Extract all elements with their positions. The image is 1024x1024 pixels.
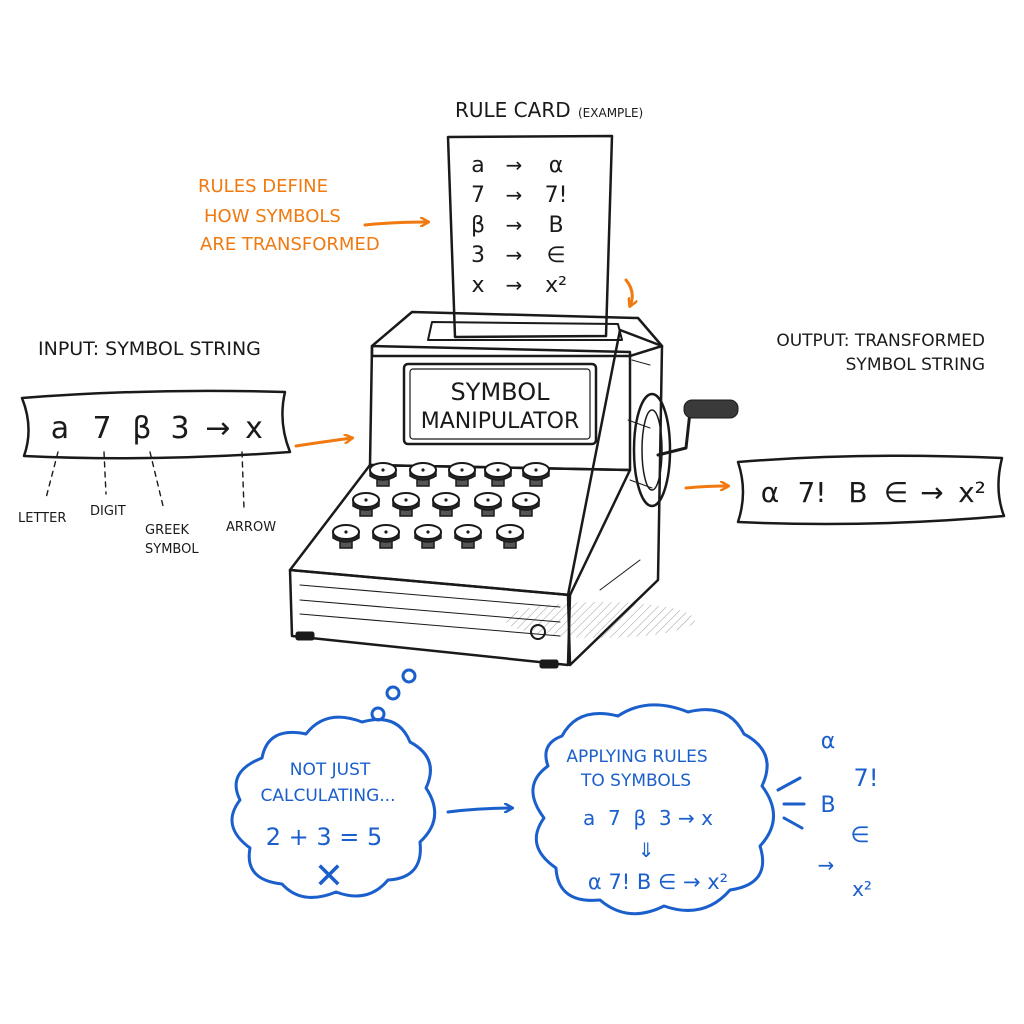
thought-right-down-arrow: ⇓ <box>638 838 655 862</box>
machine-key <box>372 524 400 549</box>
machine-key <box>512 492 540 517</box>
floating-symbol: α <box>821 729 836 754</box>
rule-arrow: → <box>506 243 523 267</box>
thought-right-line-2: TO SYMBOLS <box>580 771 691 791</box>
rules-note: RULES DEFINE HOW SYMBOLS ARE TRANSFORMED <box>198 176 428 255</box>
rule-to: x² <box>545 273 567 298</box>
machine-key <box>409 462 437 487</box>
rule-arrow: → <box>506 153 523 177</box>
output-token: 7! <box>797 476 826 509</box>
thought-bubble-right: APPLYING RULES TO SYMBOLS a 7 β 3 → x ⇓ … <box>531 703 775 916</box>
machine-key <box>369 462 397 487</box>
annotation-arrow: ARROW <box>226 520 276 535</box>
thought-right-after: α 7! B ∈ → x² <box>588 870 728 894</box>
thought-bubble-left: NOT JUST CALCULATING... 2 + 3 = 5 ✕ <box>230 715 437 899</box>
rule-from: 7 <box>471 183 485 208</box>
rule-from: 3 <box>471 243 485 268</box>
annotation-greek-line-2: SYMBOL <box>145 542 199 557</box>
machine-keys <box>332 462 550 549</box>
output-ribbon: α 7! B ∈ → x² <box>736 454 1006 526</box>
floating-symbol: → <box>818 853 835 877</box>
output-token: B <box>848 476 867 509</box>
rules-note-line-3: ARE TRANSFORMED <box>200 234 380 255</box>
output-token: ∈ <box>884 476 908 509</box>
rule-card-rules: a → α 7 → 7! β → B 3 → ∈ x → x² <box>471 153 567 298</box>
floating-symbol: x² <box>852 877 872 901</box>
input-token: a <box>51 411 69 446</box>
machine-key <box>352 492 380 517</box>
machine-label-line-2: MANIPULATOR <box>421 409 580 434</box>
card-into-slot-arrow <box>624 278 632 306</box>
rule-from: a <box>471 153 484 178</box>
machine-key <box>474 492 502 517</box>
rule-to: B <box>548 213 563 238</box>
input-token: 3 <box>170 411 189 446</box>
rule-arrow: → <box>506 213 523 237</box>
rule-to: α <box>549 153 564 178</box>
rule-arrow: → <box>506 183 523 207</box>
output-tokens: α 7! B ∈ → x² <box>761 476 986 509</box>
annotation-digit: DIGIT <box>90 504 126 519</box>
annotation-letter: LETTER <box>18 511 66 526</box>
floating-symbol: B <box>820 793 835 818</box>
output-token: → <box>920 476 943 509</box>
machine-key <box>332 524 360 549</box>
floating-symbols: α 7! B ∈ → x² <box>776 729 879 901</box>
floating-symbol: ∈ <box>850 823 869 848</box>
output-heading-line-2: SYMBOL STRING <box>846 355 985 375</box>
input-token: 7 <box>92 411 111 446</box>
input-token: → <box>205 411 230 446</box>
rule-from: β <box>471 213 485 238</box>
output-token: α <box>761 476 779 509</box>
rule-arrow: → <box>506 273 523 297</box>
rules-note-line-1: RULES DEFINE <box>198 176 328 197</box>
machine-key <box>454 524 482 549</box>
rule-to: 7! <box>545 183 568 208</box>
machine-to-output-arrow <box>684 486 728 488</box>
symbol-manipulator-machine: SYMBOL MANIPULATOR <box>288 310 739 669</box>
rule-card-title: RULE CARD <box>455 98 571 122</box>
input-token: β <box>132 411 151 446</box>
machine-label-line-1: SYMBOL <box>451 378 551 406</box>
rule-card: a → α 7 → 7! β → B 3 → ∈ x → x² <box>446 134 614 339</box>
machine-key <box>448 462 476 487</box>
machine-key <box>484 462 512 487</box>
rules-note-line-2: HOW SYMBOLS <box>204 206 341 227</box>
machine-key <box>432 492 460 517</box>
thought-trail <box>370 668 417 722</box>
input-token: x <box>245 411 263 446</box>
thought-right-before: a 7 β 3 → x <box>583 806 713 830</box>
input-heading: INPUT: SYMBOL STRING <box>38 338 261 360</box>
thought-right-line-1: APPLYING RULES <box>566 747 707 767</box>
input-annotations: LETTER DIGIT GREEK SYMBOL ARROW <box>18 451 276 557</box>
rule-from: x <box>471 273 484 298</box>
rule-card-title-note: (EXAMPLE) <box>578 106 643 120</box>
machine-key <box>392 492 420 517</box>
machine-key <box>522 462 550 487</box>
machine-key <box>496 524 524 549</box>
machine-key <box>414 524 442 549</box>
cross-mark-icon: ✕ <box>314 856 344 897</box>
floating-symbol: 7! <box>854 764 879 792</box>
thought-left-line-1: NOT JUST <box>290 760 371 780</box>
annotation-greek-line-1: GREEK <box>145 523 190 538</box>
output-token: x² <box>958 476 986 509</box>
thought-connector-arrow <box>446 808 512 814</box>
rules-note-arrow <box>363 222 428 225</box>
rule-to: ∈ <box>546 243 565 268</box>
output-heading-line-1: OUTPUT: TRANSFORMED <box>776 331 985 351</box>
thought-left-line-2: CALCULATING... <box>261 786 396 806</box>
thought-left-equation: 2 + 3 = 5 <box>266 823 383 851</box>
input-to-machine-arrow <box>294 438 352 448</box>
